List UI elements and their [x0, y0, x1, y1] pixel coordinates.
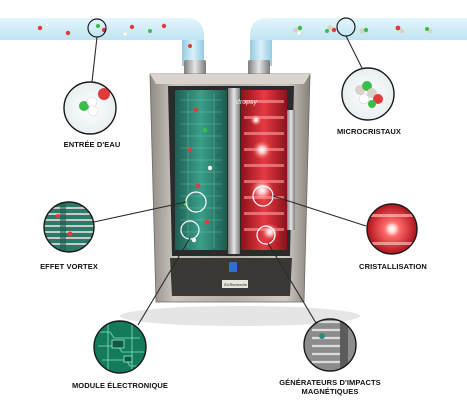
callout-module-electronique: [93, 320, 147, 374]
hot-chamber: [241, 90, 295, 250]
callout-lines: [91, 35, 367, 326]
brand-plate-text: IDLRecherche: [224, 283, 247, 287]
label-effet-vortex: EFFET VORTEX: [40, 262, 98, 271]
water-outlet-pipe: [250, 18, 467, 66]
label-entree-eau: ENTRÉE D'EAU: [63, 140, 121, 149]
device-brand: dropsy: [236, 99, 258, 106]
callout-cristallisation: [366, 203, 418, 255]
label-generateurs-line1: GÉNÉRATEURS D'IMPACTS: [279, 378, 381, 387]
brand-plate: [222, 280, 248, 288]
water-inlet-pipe: [0, 18, 204, 66]
cold-chamber: [175, 90, 227, 250]
callout-generateurs: [303, 318, 357, 372]
floor-shadow: [120, 306, 360, 326]
callout-effet-vortex: [43, 201, 95, 253]
label-generateurs: GÉNÉRATEURS D'IMPACTS MAGNÉTIQUES: [274, 378, 386, 396]
outlet-crystals: [293, 25, 433, 36]
label-cristallisation: CRISTALLISATION: [359, 262, 427, 271]
status-light: [229, 262, 237, 272]
callout-microcristaux: [341, 67, 395, 121]
label-microcristaux: MICROCRISTAUX: [336, 127, 402, 136]
callout-entree-eau: [63, 81, 117, 135]
label-module-electronique: MODULE ÉLECTRONIQUE: [71, 381, 169, 390]
label-generateurs-line2: MAGNÉTIQUES: [301, 387, 359, 396]
central-divider: [228, 88, 240, 254]
